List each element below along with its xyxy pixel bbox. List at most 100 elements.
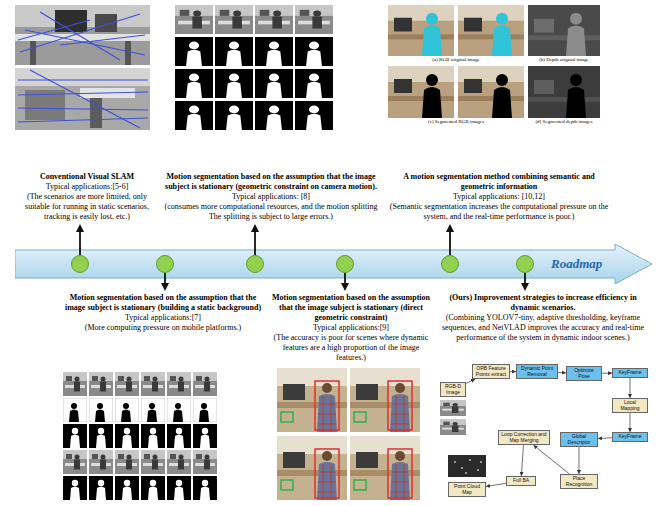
motion-mask-grid bbox=[295, 69, 333, 98]
geometric-constraint-photos bbox=[350, 436, 420, 500]
milestone-title: Motion segmentation based on the assumpt… bbox=[271, 293, 431, 323]
milestone-title: Motion segmentation based on the assumpt… bbox=[160, 172, 382, 192]
semantic-segmentation-photos bbox=[528, 66, 600, 118]
image-caption: (c) Segmented RGB images bbox=[388, 119, 524, 125]
milestone-arrow bbox=[344, 273, 346, 284]
milestone-note: (consumes more computational resources, … bbox=[160, 202, 382, 222]
milestone-note: (Combining YOLOV7-tiny, adaptive thresho… bbox=[436, 313, 650, 343]
process-box: Optimize Pose bbox=[566, 366, 602, 381]
process-box: Global Descriptor bbox=[560, 432, 598, 447]
static-background-filmstrip bbox=[63, 372, 217, 500]
static-background-filmstrip bbox=[167, 398, 191, 422]
flow-arrow bbox=[466, 379, 475, 383]
slam-photo bbox=[40, 12, 120, 60]
flow-arrow bbox=[558, 372, 566, 373]
slam-photo bbox=[15, 5, 150, 130]
slam-photo bbox=[15, 68, 150, 130]
slam-photo bbox=[18, 20, 90, 40]
process-box: RGB-D Image bbox=[440, 382, 466, 397]
flow-arrow bbox=[579, 447, 580, 474]
static-background-filmstrip bbox=[141, 424, 165, 448]
process-box: Loop Correction and Map Merging bbox=[498, 430, 550, 445]
static-background-filmstrip bbox=[63, 372, 87, 396]
motion-mask-grid bbox=[255, 101, 293, 130]
slam-photo bbox=[60, 35, 145, 45]
milestone-title: Motion segmentation based on the assumpt… bbox=[60, 293, 266, 313]
slam-photo bbox=[15, 5, 150, 65]
slam-photo bbox=[18, 12, 145, 60]
static-background-filmstrip bbox=[89, 372, 113, 396]
process-box: KeyFrame bbox=[612, 368, 648, 378]
flowchart-thumbnails bbox=[465, 472, 467, 474]
milestone-arrow bbox=[254, 231, 256, 255]
static-background-filmstrip bbox=[63, 450, 87, 474]
static-background-filmstrip bbox=[141, 372, 165, 396]
motion-mask-grid bbox=[295, 5, 333, 34]
milestone-note: Typical applications:[5-6] bbox=[14, 182, 160, 192]
box-label: RGB-D Image bbox=[442, 384, 464, 395]
milestone-text: Motion segmentation based on the assumpt… bbox=[271, 293, 431, 363]
static-background-filmstrip bbox=[167, 424, 191, 448]
flowchart-thumbnails bbox=[461, 467, 463, 469]
slam-photo bbox=[18, 79, 148, 80]
box-label: KeyFrame bbox=[614, 370, 646, 376]
milestone-note: (Semantic segmentation increases the com… bbox=[388, 202, 610, 222]
slam-photo bbox=[125, 41, 131, 65]
geometric-constraint-photos bbox=[277, 368, 420, 500]
milestone-arrow bbox=[251, 224, 259, 232]
static-background-filmstrip bbox=[141, 450, 165, 474]
milestone-arrow bbox=[79, 231, 81, 255]
milestone-title: (Ours) Improvement strategies to increas… bbox=[436, 293, 650, 313]
milestone-title: A motion segmentation method combining s… bbox=[388, 172, 610, 192]
flowchart-thumbnails bbox=[454, 461, 456, 463]
milestone-dot bbox=[247, 256, 264, 273]
motion-mask-grid bbox=[255, 69, 293, 98]
static-background-filmstrip bbox=[63, 476, 87, 500]
semantic-segmentation-photos bbox=[458, 5, 524, 56]
motion-mask-grid bbox=[175, 69, 213, 98]
box-label: Optimize Pose bbox=[568, 368, 600, 379]
milestone-arrow bbox=[164, 273, 166, 284]
slam-photo bbox=[18, 108, 148, 110]
static-background-filmstrip bbox=[89, 450, 113, 474]
static-background-filmstrip bbox=[115, 450, 139, 474]
box-label: Global Descriptor bbox=[562, 434, 596, 445]
milestone-note: (More computing pressure on mobile platf… bbox=[60, 323, 266, 333]
milestone-arrow bbox=[161, 283, 169, 291]
box-label: Point Cloud Map bbox=[450, 484, 484, 495]
static-background-filmstrip bbox=[167, 476, 191, 500]
milestone-text: Conventional Visual SLAMTypical applicat… bbox=[14, 172, 160, 222]
box-label: Place Recognition bbox=[562, 476, 596, 487]
static-background-filmstrip bbox=[141, 476, 165, 500]
image-caption: (d) Segmented depth images bbox=[528, 119, 600, 125]
flow-arrow bbox=[533, 445, 569, 474]
process-box: ORB Feature Points extract bbox=[472, 364, 510, 379]
milestone-arrow bbox=[521, 283, 529, 291]
static-background-filmstrip bbox=[115, 372, 139, 396]
static-background-filmstrip bbox=[89, 398, 113, 422]
static-background-filmstrip bbox=[89, 424, 113, 448]
semantic-segmentation-photos bbox=[388, 5, 600, 118]
milestone-arrow bbox=[446, 224, 454, 232]
static-background-filmstrip bbox=[141, 398, 165, 422]
flowchart-thumbnails bbox=[454, 459, 482, 474]
roadmap-band: Roadmap bbox=[15, 244, 652, 284]
milestone-arrow bbox=[524, 273, 526, 284]
flowchart-thumbnails bbox=[477, 469, 479, 471]
milestone-title: Conventional Visual SLAM bbox=[14, 172, 160, 182]
flowchart-thumbnails bbox=[440, 419, 466, 435]
image-caption: (b) Depth original image bbox=[528, 57, 600, 63]
image-caption: (a) RGB original image bbox=[388, 57, 524, 63]
flowchart-thumbnails bbox=[440, 400, 466, 416]
flow-arrow bbox=[630, 413, 631, 432]
motion-mask-grid bbox=[175, 5, 213, 34]
static-background-filmstrip bbox=[193, 476, 217, 500]
milestone-arrow bbox=[341, 283, 349, 291]
motion-mask-grid bbox=[255, 5, 293, 34]
geometric-constraint-photos bbox=[277, 436, 347, 500]
flowchart-thumbnails bbox=[448, 455, 486, 477]
motion-mask-grid bbox=[175, 5, 333, 130]
motion-mask-grid bbox=[175, 101, 213, 130]
static-background-filmstrip bbox=[63, 424, 87, 448]
slam-photo bbox=[18, 70, 148, 128]
